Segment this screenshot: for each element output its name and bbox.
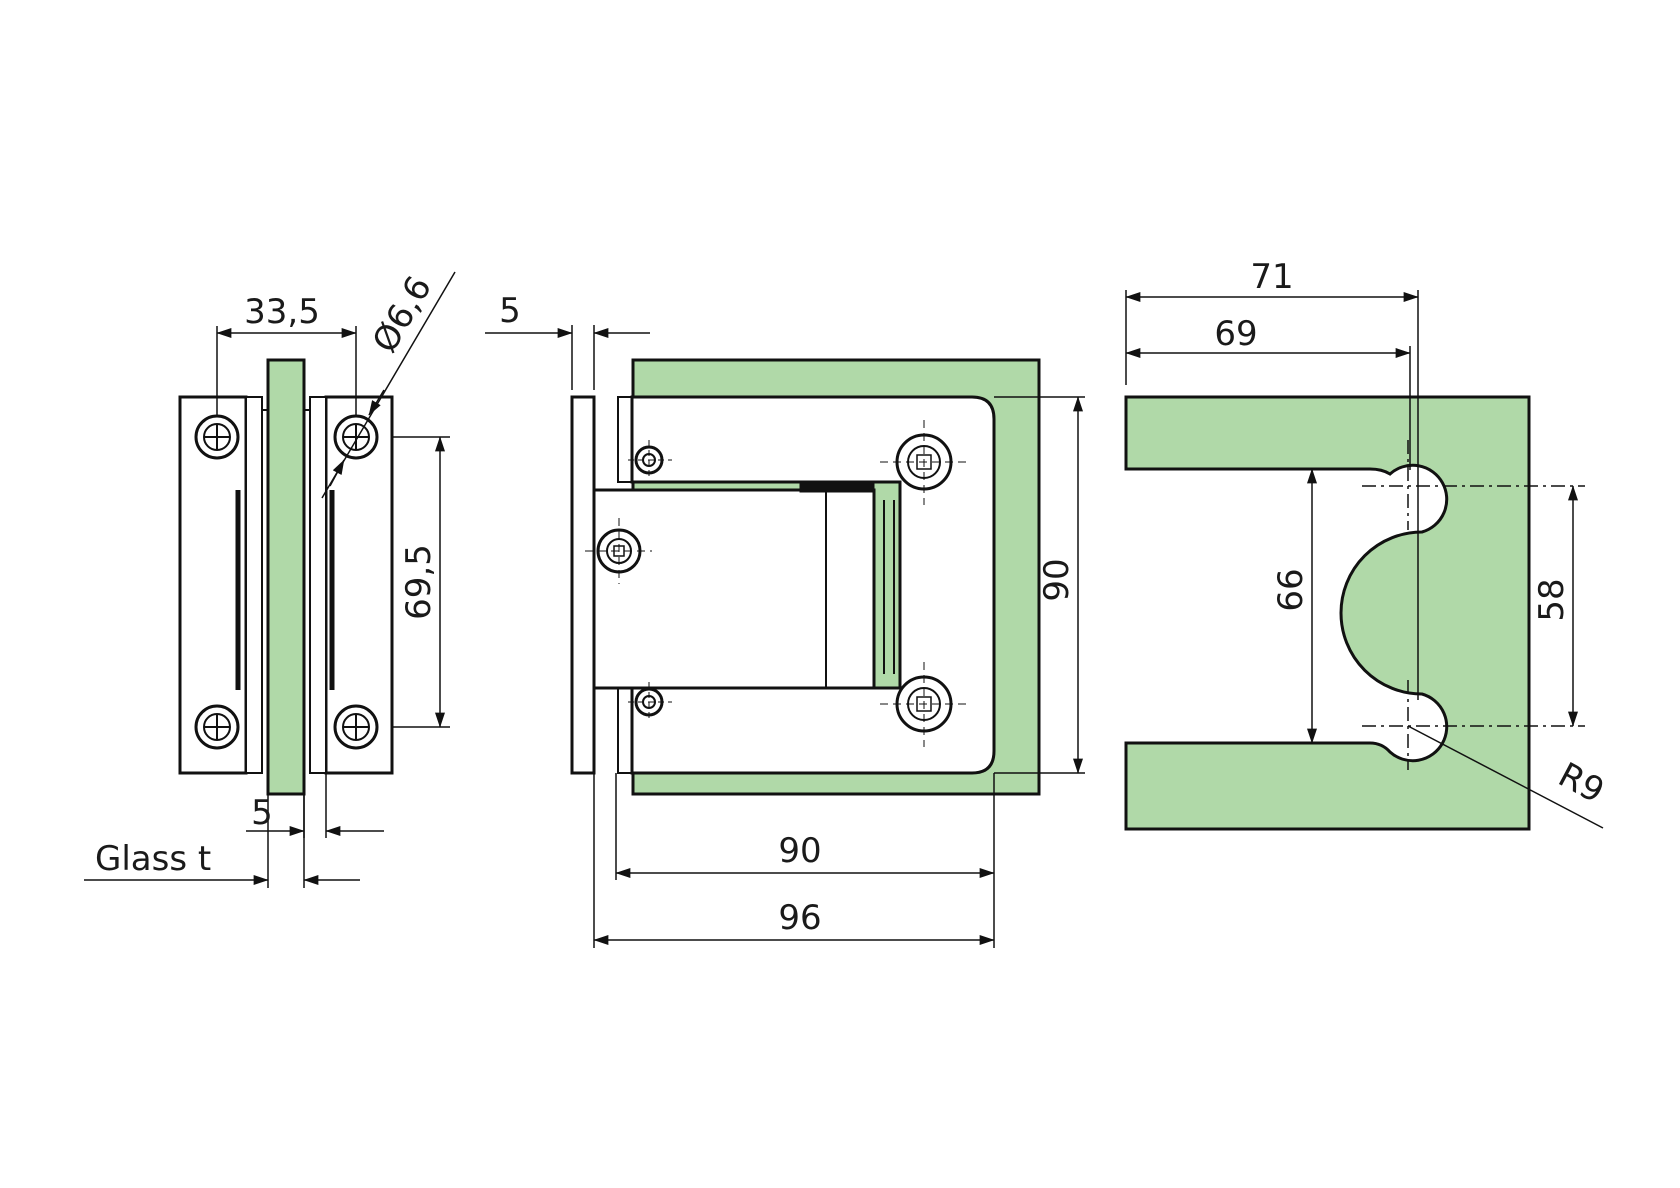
- cutout-dim-opening: 66: [1271, 568, 1311, 611]
- front-screw-bottom-large: [880, 662, 968, 747]
- cutout-dim-radius: R9: [1552, 755, 1611, 812]
- side-view-dimensions: [84, 271, 456, 888]
- front-view-dimensions: [485, 325, 1085, 948]
- side-dim-hole-diameter: Ø6,6: [365, 269, 440, 359]
- side-view: [178, 358, 394, 796]
- front-clamp-body: [630, 395, 996, 775]
- side-right-pad: [309, 396, 327, 774]
- side-glass-panel: [266, 358, 306, 796]
- cutout-dim-hole-spacing: 58: [1532, 578, 1572, 621]
- front-screw-top-large: [880, 420, 968, 505]
- side-label-glass: Glass t: [95, 839, 211, 879]
- cutout-view-dimensions: [1125, 290, 1604, 829]
- cutout-view: [1124, 395, 1531, 831]
- front-screw-bottom-small: [628, 682, 672, 722]
- cutout-dim-depth: 69: [1214, 314, 1257, 354]
- front-dim-height: 90: [1037, 558, 1077, 601]
- side-dim-hole-spacing: 69,5: [399, 544, 439, 620]
- front-dim-body-width: 90: [778, 831, 821, 871]
- side-dim-plate: 5: [251, 793, 273, 833]
- front-screw-left: [585, 518, 652, 584]
- front-hinge-body: [592, 488, 876, 690]
- cutout-glass-panel: [1124, 395, 1531, 831]
- side-left-pad: [245, 396, 263, 774]
- front-view: [570, 358, 1041, 796]
- front-screw-top-small: [628, 440, 672, 480]
- front-wall-plate: [570, 395, 596, 775]
- side-hole-top-right: [333, 414, 379, 460]
- front-dim-overall-width: 96: [778, 898, 821, 938]
- front-dim-wall-plate: 5: [499, 291, 521, 331]
- cutout-dim-overall: 71: [1250, 257, 1293, 297]
- side-hole-bottom-left: [194, 704, 240, 750]
- side-hole-top-left: [194, 414, 240, 460]
- side-hole-bottom-right: [333, 704, 379, 750]
- side-dim-width: 33,5: [244, 292, 320, 332]
